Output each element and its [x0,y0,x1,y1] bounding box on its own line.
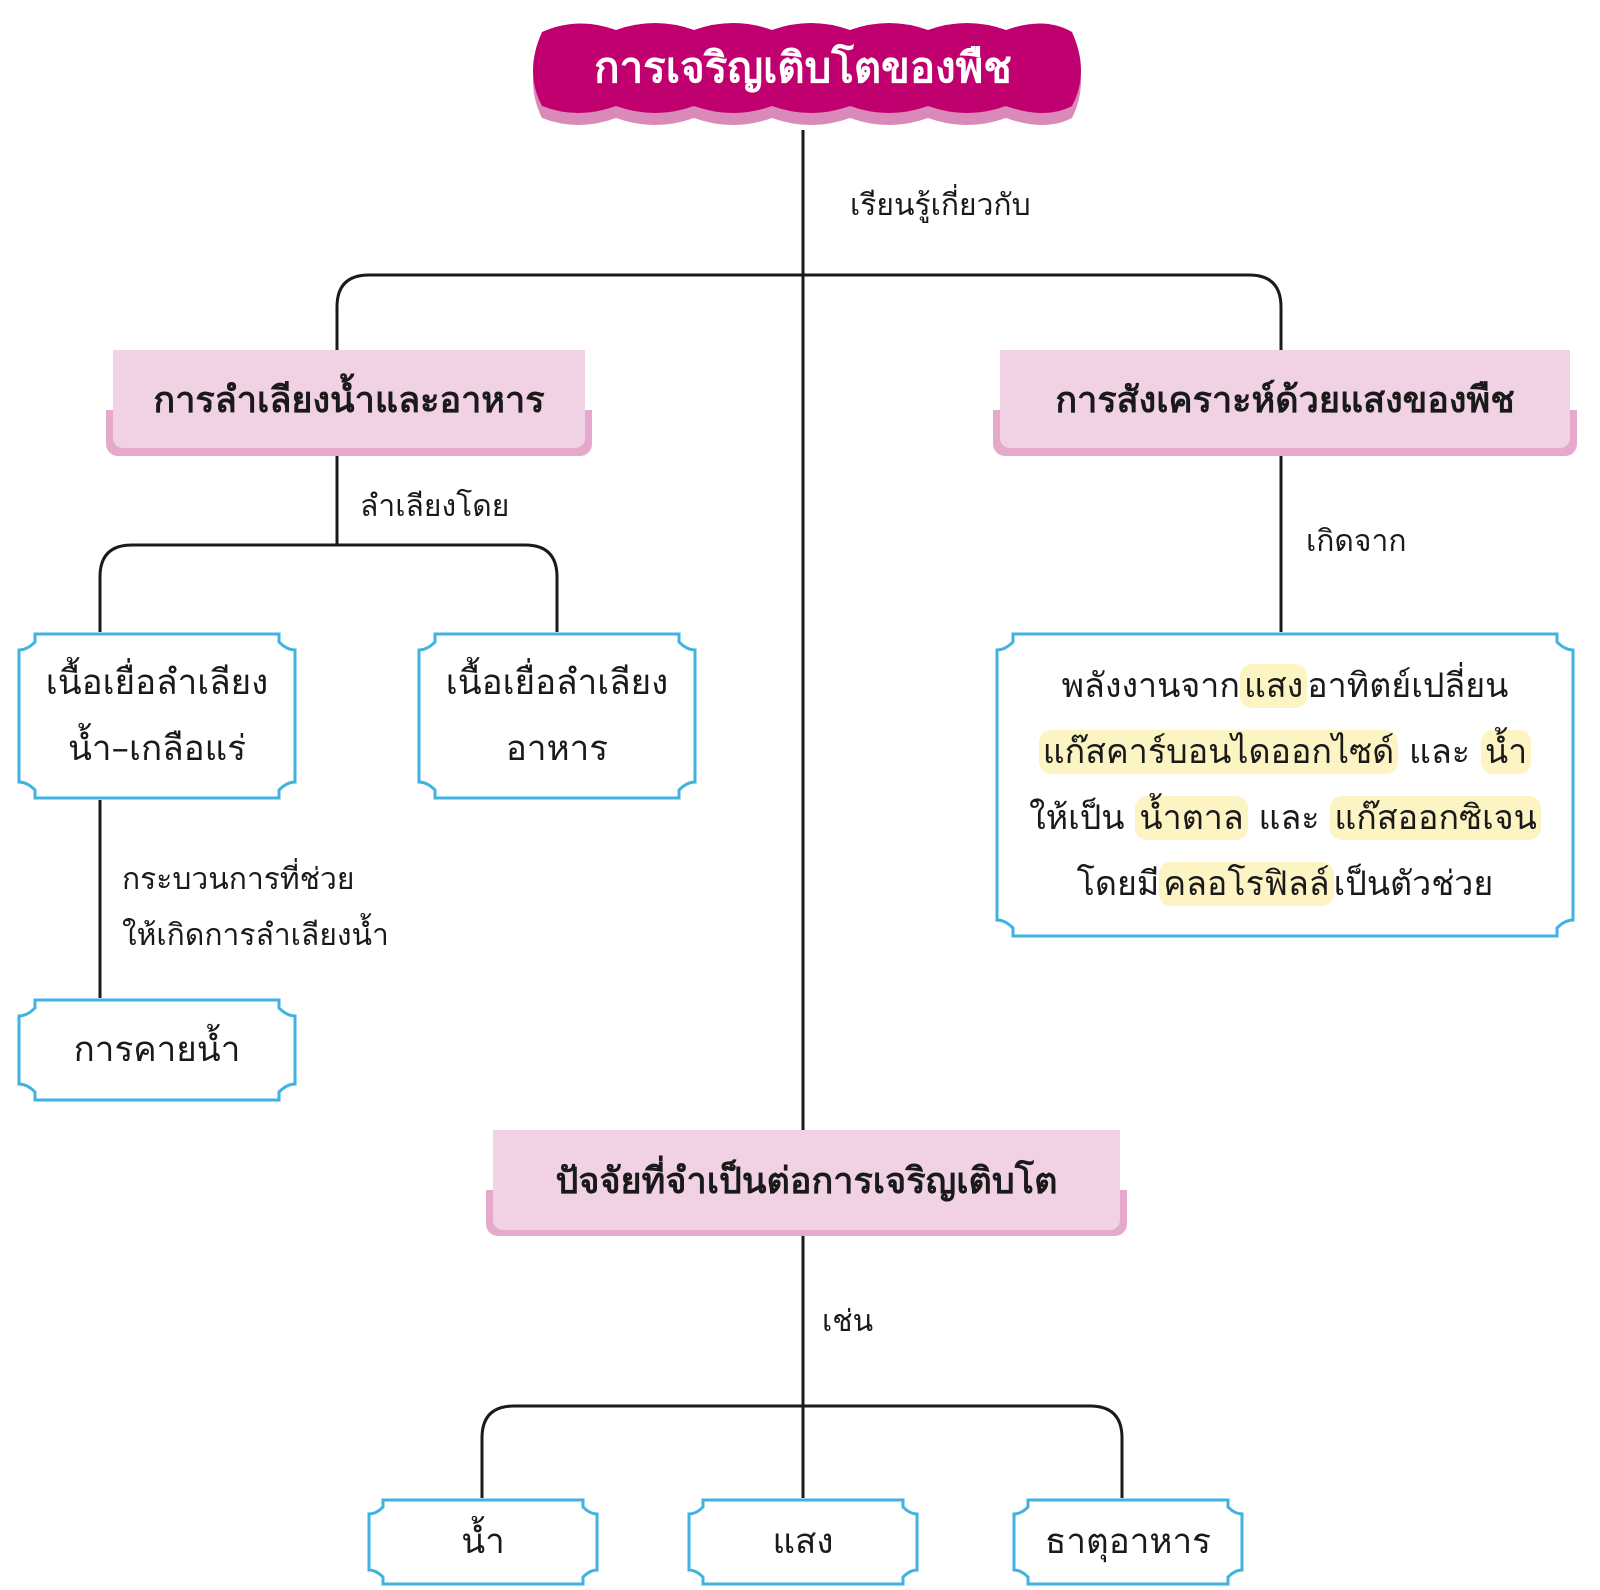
node-frame-shape [1012,1498,1244,1586]
factors-connector-label: เช่น [822,1304,874,1339]
phloem-node: เนื้อเยื่อลำเลียง อาหาร [417,632,697,800]
photosynthesis-heading-text: การสังเคราะห์ด้วยแสงของพืช [1000,350,1570,448]
node-frame-shape [17,632,297,800]
factor-nutrients-node: ธาตุอาหาร [1012,1498,1244,1586]
photosynthesis-line-3: ให้เป็น น้ำตาล และ แก๊สออกซิเจน [1029,785,1541,851]
node-frame-shape [367,1498,599,1586]
node-frame-shape [17,998,297,1102]
node-frame-shape [417,632,697,800]
highlight-water: น้ำ [1480,730,1532,774]
photosynthesis-connector-label: เกิดจาก [1306,524,1407,559]
factors-heading-text: ปัจจัยที่จำเป็นต่อการเจริญเติบโต [493,1130,1120,1230]
transpiration-node: การคายน้ำ [17,998,297,1102]
photosynthesis-node: พลังงานจากแสงอาทิตย์เปลี่ยน แก๊สคาร์บอนไ… [995,632,1575,938]
node-frame-shape [687,1498,919,1586]
highlight-oxygen: แก๊สออกซิเจน [1330,796,1541,840]
highlight-co2: แก๊สคาร์บอนไดออกไซด์ [1038,730,1399,774]
photosynthesis-line-2: แก๊สคาร์บอนไดออกไซด์ และ น้ำ [1038,719,1532,785]
factor-water-text: น้ำ [461,1522,505,1562]
highlight-chlorophyll: คลอโรฟิลล์ [1159,862,1334,906]
highlight-sugar: น้ำตาล [1135,796,1248,840]
highlight-light: แสง [1239,664,1308,708]
transpiration-text: การคายน้ำ [73,1030,241,1070]
cloud-banner-shape [533,23,1081,125]
main-title: การเจริญเติบโตของพืช [520,18,1086,130]
factor-light-node: แสง [687,1498,919,1586]
process-label-line-2: ให้เกิดการลำเลียงน้ำ [122,918,389,953]
photosynthesis-line-4: โดยมีคลอโรฟิลล์เป็นตัวช่วย [1076,862,1494,906]
transport-heading: การลำเลียงน้ำและอาหาร [106,350,592,456]
main-title-text: การเจริญเติบโตของพืช [594,43,1012,92]
node-frame-shape [995,632,1575,938]
photosynthesis-line-1: พลังงานจากแสงอาทิตย์เปลี่ยน [1061,664,1509,708]
transport-connector-label: ลำเลียงโดย [360,489,510,524]
factor-light-text: แสง [772,1522,834,1562]
phloem-line-2: อาหาร [505,729,609,769]
factor-nutrients-text: ธาตุอาหาร [1045,1522,1211,1562]
xylem-line-2: น้ำ–เกลือแร่ [67,729,247,769]
photosynthesis-heading: การสังเคราะห์ด้วยแสงของพืช [993,350,1577,456]
process-label-line-1: กระบวนการที่ช่วย [122,862,355,897]
phloem-line-1: เนื้อเยื่อลำเลียง [445,663,669,703]
xylem-line-1: เนื้อเยื่อลำเลียง [45,663,269,703]
xylem-node: เนื้อเยื่อลำเลียง น้ำ–เกลือแร่ [17,632,297,800]
factors-heading: ปัจจัยที่จำเป็นต่อการเจริญเติบโต [486,1130,1127,1236]
factor-water-node: น้ำ [367,1498,599,1586]
root-connector-label: เรียนรู้เกี่ยวกับ [850,188,1031,223]
transport-heading-text: การลำเลียงน้ำและอาหาร [113,350,585,448]
